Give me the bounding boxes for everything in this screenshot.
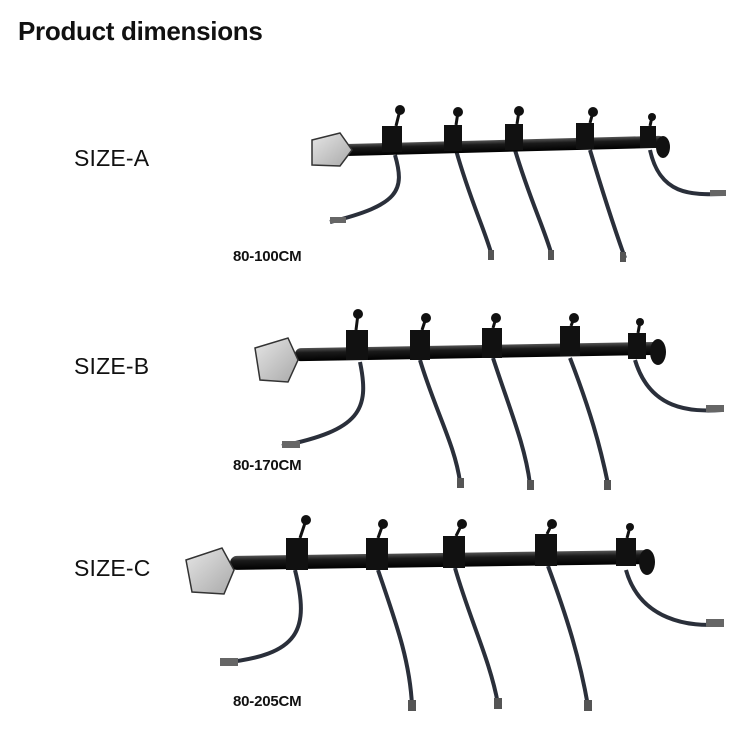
rack-size-a	[311, 105, 726, 262]
clamp	[482, 313, 502, 358]
end-cap	[639, 549, 655, 575]
clamp	[576, 107, 598, 149]
clamp	[628, 318, 646, 359]
end-pad	[254, 337, 299, 383]
size-a-label: SIZE-A	[74, 145, 150, 171]
clamp	[382, 105, 405, 152]
hose	[453, 567, 500, 705]
hose	[568, 357, 610, 485]
size-b-label: SIZE-B	[74, 353, 150, 379]
hose	[513, 149, 554, 257]
end-cap	[650, 339, 666, 365]
clamp	[444, 107, 463, 151]
hose	[624, 569, 723, 627]
clamp	[560, 313, 580, 356]
hose	[588, 149, 627, 259]
clamp	[286, 515, 311, 570]
hose	[633, 359, 723, 413]
end-pad	[185, 547, 235, 595]
clamp	[505, 106, 524, 150]
hose	[281, 361, 366, 448]
clamp	[640, 113, 656, 148]
hose	[491, 357, 532, 485]
size-b-range: 80-170CM	[233, 457, 302, 474]
size-c-range: 80-205CM	[233, 693, 302, 710]
hose	[221, 569, 303, 665]
clamp	[535, 519, 557, 566]
end-cap	[656, 136, 670, 158]
size-a-range: 80-100CM	[233, 248, 302, 265]
rod	[330, 135, 665, 157]
hose	[546, 565, 590, 707]
hose	[329, 154, 401, 224]
clamp	[616, 523, 636, 566]
size-c-label: SIZE-C	[74, 555, 151, 581]
clamp	[443, 519, 467, 568]
hose	[454, 149, 494, 257]
clamp	[410, 313, 431, 360]
hose	[376, 569, 414, 707]
clamp	[346, 309, 368, 360]
rack-size-c	[185, 515, 724, 711]
clamp	[366, 519, 388, 570]
hose	[418, 359, 462, 483]
end-pad	[311, 132, 353, 167]
page-title: Product dimensions	[18, 16, 263, 46]
rack-size-b	[254, 309, 724, 490]
